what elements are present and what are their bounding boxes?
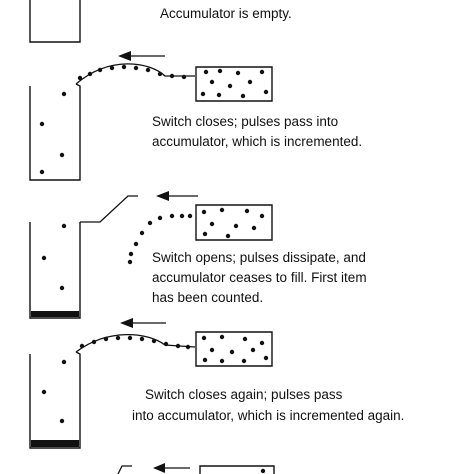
panel-switch-closes: Switch closes; pulses pass into accumula…: [29, 51, 362, 181]
accumulator-2-dots: [39, 91, 67, 175]
closed-switch-arc: [75, 333, 196, 353]
open-switch: [80, 195, 138, 223]
pacemaker-pulse-source: [195, 331, 273, 367]
pulse-source-dots: [200, 68, 269, 99]
accumulator-empty: [29, 0, 81, 43]
accumulator-4-dots: [41, 359, 67, 424]
pacemaker-pulse-source: [195, 204, 273, 241]
panel-switch-closes-again: Switch closes again; pulses pass into ac…: [29, 318, 404, 449]
flow-arrow-head: [120, 318, 133, 328]
pulse-source-dots: [201, 334, 269, 364]
caption-opens-3: has been counted.: [152, 290, 263, 305]
pulse-source-dot: [260, 468, 266, 474]
counted-item-layer: [31, 440, 79, 447]
dissipating-pulse-dots: [127, 213, 193, 265]
accumulator-3: [29, 222, 81, 319]
pulse-stream-dots: [79, 335, 191, 350]
flow-arrow-head: [156, 191, 169, 201]
caption-empty: Accumulator is empty.: [160, 6, 292, 21]
caption-opens-1: Switch opens; pulses dissipate, and: [152, 250, 366, 265]
panel-empty: Accumulator is empty.: [29, 0, 292, 43]
counted-item-layer: [31, 311, 79, 317]
caption-closes-2: accumulator, which is incremented.: [152, 134, 362, 149]
open-switch: [117, 465, 132, 474]
panel-switch-opens: Switch opens; pulses dissipate, and accu…: [29, 191, 367, 319]
pacemaker-pulse-source: [195, 66, 273, 102]
caption-again-2: into accumulator, which is incremented a…: [132, 408, 404, 423]
pulse-source-dots: [201, 207, 265, 239]
caption-opens-2: accumulator ceases to fill. First item: [152, 270, 367, 285]
caption-closes-1: Switch closes; pulses pass into: [152, 114, 338, 129]
caption-again-1: Switch closes again; pulses pass: [145, 387, 343, 402]
flow-arrow-head: [153, 463, 165, 473]
panel-next-cropped: [117, 463, 275, 474]
flow-arrow-head: [118, 51, 131, 61]
pulse-stream-dots: [77, 64, 187, 81]
pacemaker-pulse-source: [199, 465, 275, 474]
accumulator-3-dots: [41, 223, 67, 291]
accumulator-2: [29, 83, 81, 181]
accumulator-4: [29, 351, 81, 449]
